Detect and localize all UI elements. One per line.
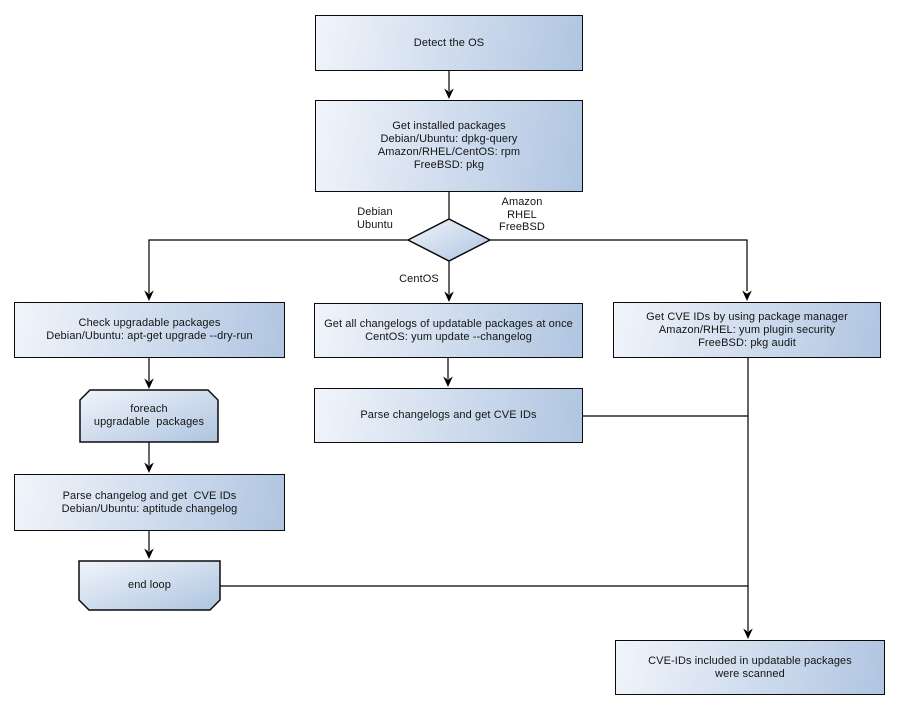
flow-node-get-cve-ids-package-manager: Get CVE IDs by using package manager Ama…: [613, 302, 881, 358]
edge-label-centos: CentOS: [399, 273, 439, 285]
flow-node-label: Get installed packages Debian/Ubuntu: dp…: [377, 120, 521, 171]
flow-node-scan-result: CVE-IDs included in updatable packages w…: [615, 640, 885, 695]
os-decision-diamond: [406, 218, 492, 262]
arrowhead: [444, 88, 454, 99]
arrowhead: [444, 291, 454, 302]
flow-node-end-loop: end loop: [79, 561, 220, 610]
connector-decision-to-right: [490, 239, 748, 291]
flow-node-parse-changelog-left: Parse changelog and get CVE IDs Debian/U…: [14, 474, 285, 531]
connector-decision-to-left: [148, 239, 408, 293]
arrowhead: [443, 376, 453, 387]
flow-node-parse-changelogs-middle: Parse changelogs and get CVE IDs: [314, 388, 583, 443]
flow-node-label: end loop: [127, 579, 171, 591]
arrowhead: [742, 290, 752, 301]
arrowhead: [743, 628, 753, 639]
flow-node-label: Check upgradable packages Debian/Ubuntu:…: [46, 317, 253, 342]
flow-node-label: Parse changelog and get CVE IDs Debian/U…: [61, 489, 238, 515]
flow-node-label: Parse changelogs and get CVE IDs: [360, 409, 537, 421]
edge-label-amazon-rhel-freebsd: Amazon RHEL FreeBSD: [499, 196, 545, 233]
flow-node-label: Get all changelogs of updatable packages…: [324, 317, 573, 343]
arrowhead: [144, 378, 154, 389]
flow-node-label: Detect the OS: [413, 36, 485, 49]
end-loop-shape: [78, 560, 221, 611]
flow-node-label: Get CVE IDs by using package manager Ama…: [646, 310, 848, 349]
flow-node-foreach-loop: foreach upgradable packages: [80, 390, 218, 442]
arrowhead: [144, 290, 154, 301]
flow-node-check-upgradable-packages: Check upgradable packages Debian/Ubuntu:…: [14, 302, 285, 358]
foreach-loop-shape: [79, 389, 219, 443]
flow-node-get-installed-packages: Get installed packages Debian/Ubuntu: dp…: [315, 100, 583, 192]
arrowhead: [144, 548, 154, 559]
flow-node-label: foreach upgradable packages: [93, 403, 205, 428]
arrowhead: [144, 462, 154, 473]
flow-node-get-all-changelogs: Get all changelogs of updatable packages…: [314, 303, 583, 358]
flow-node-label: CVE-IDs included in updatable packages w…: [648, 654, 852, 680]
edge-label-debian-ubuntu: Debian Ubuntu: [356, 206, 394, 231]
flow-node-detect-os: Detect the OS: [315, 15, 583, 71]
